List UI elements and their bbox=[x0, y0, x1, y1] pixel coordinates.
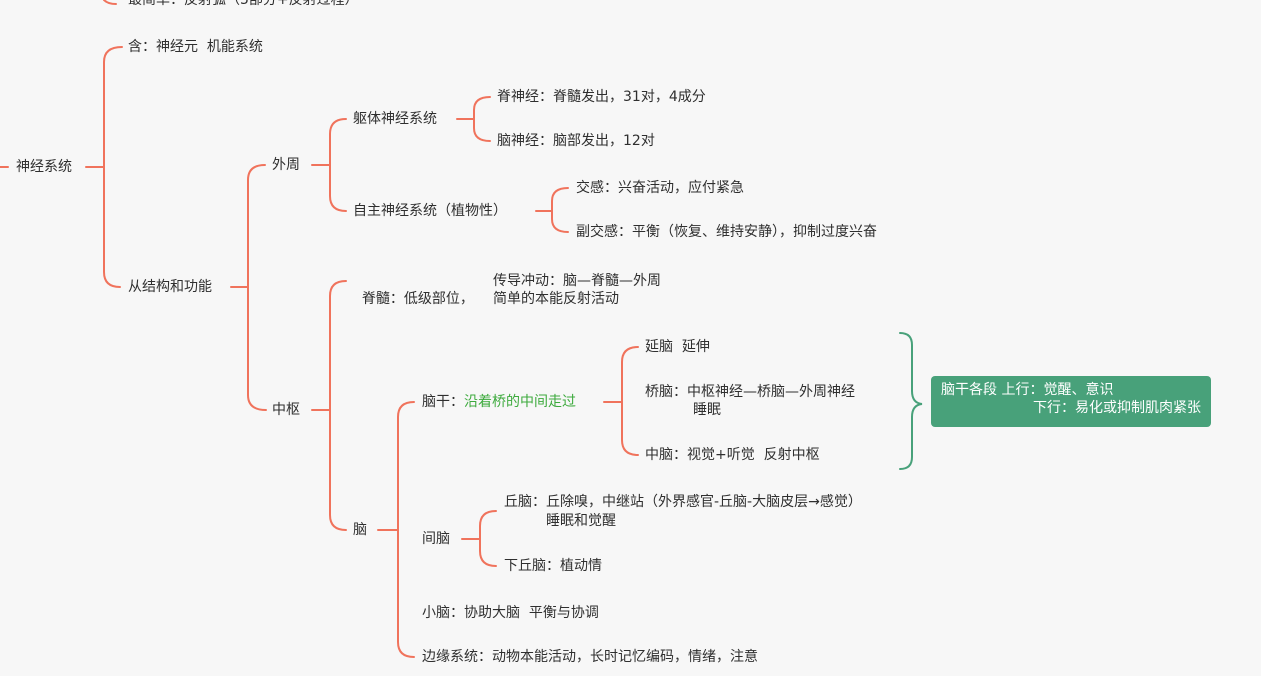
node-spinal-nerve[interactable]: 脊神经：脊髓发出，31对，4成分 bbox=[497, 89, 706, 105]
connector-brainstem-bracket bbox=[621, 346, 639, 456]
node-brainstem[interactable]: 脑干：沿着桥的中间走过 bbox=[422, 393, 576, 411]
connector-brain-bracket bbox=[397, 401, 415, 658]
node-pons-sleep: 睡眠 bbox=[693, 402, 721, 418]
node-top-cut[interactable]: 最简单：反射弧（5部分+反射过程） bbox=[128, 0, 359, 8]
node-peripheral[interactable]: 外周 bbox=[272, 157, 300, 173]
node-hypothalamus[interactable]: 下丘脑：植动情 bbox=[504, 558, 602, 574]
connector-peripheral-bracket bbox=[329, 118, 347, 212]
node-midbrain[interactable]: 中脑：视觉+听觉 反射中枢 bbox=[645, 447, 820, 463]
node-sympathetic[interactable]: 交感：兴奋活动，应付紧急 bbox=[576, 180, 744, 196]
node-brain[interactable]: 脑 bbox=[353, 522, 367, 538]
node-thalamus-sleep: 睡眠和觉醒 bbox=[546, 513, 616, 529]
node-cranial-nerve[interactable]: 脑神经：脑部发出，12对 bbox=[497, 133, 655, 149]
node-thalamus[interactable]: 丘脑：丘除嗅，中继站（外界感官-丘脑-大脑皮层→感觉） bbox=[504, 494, 862, 510]
connector-central-bracket bbox=[329, 280, 347, 531]
spinal-cord-label: 脊髓：低级部位， bbox=[361, 291, 474, 307]
node-parasympathetic[interactable]: 副交感：平衡（恢复、维持安静），抑制过度兴奋 bbox=[576, 224, 877, 240]
connector-root-bracket bbox=[103, 46, 123, 288]
node-autonomic[interactable]: 自主神经系统（植物性） bbox=[353, 203, 507, 219]
node-central[interactable]: 中枢 bbox=[272, 402, 300, 418]
summary-box[interactable]: 脑干各段 上行：觉醒、意识 下行：易化或抑制肌肉紧张 bbox=[931, 376, 1211, 427]
node-spinal-cord[interactable]: 脊髓：低级部位， bbox=[353, 272, 474, 308]
node-spinal-cord-reflex: 简单的本能反射活动 bbox=[493, 291, 619, 307]
summary-line-2: 下行：易化或抑制肌肉紧张 bbox=[1033, 400, 1201, 416]
node-cerebellum[interactable]: 小脑：协助大脑 平衡与协调 bbox=[422, 605, 599, 621]
brainstem-label: 脑干： bbox=[422, 394, 464, 410]
connector-structure-bracket bbox=[247, 164, 267, 411]
connector-autonomic-bracket bbox=[551, 187, 569, 233]
node-medulla[interactable]: 延脑 延伸 bbox=[645, 339, 710, 355]
summary-line-1: 脑干各段 上行：觉醒、意识 bbox=[941, 382, 1114, 398]
node-somatic[interactable]: 躯体神经系统 bbox=[353, 111, 437, 127]
node-root[interactable]: 神经系统 bbox=[16, 159, 72, 175]
node-diencephalon[interactable]: 间脑 bbox=[422, 531, 450, 547]
summary-brace bbox=[899, 332, 923, 470]
connector-diencephalon-bracket bbox=[479, 510, 497, 567]
connector-top-cut bbox=[103, 0, 117, 5]
connector-somatic-bracket bbox=[473, 96, 491, 142]
node-spinal-cord-conduct: 传导冲动：脑—脊髓—外周 bbox=[493, 273, 661, 289]
node-pons[interactable]: 桥脑：中枢神经—桥脑—外周神经 bbox=[645, 384, 855, 400]
brainstem-note: 沿着桥的中间走过 bbox=[464, 394, 576, 410]
node-contains[interactable]: 含：神经元 机能系统 bbox=[128, 39, 263, 55]
node-structure[interactable]: 从结构和功能 bbox=[128, 279, 212, 295]
node-limbic[interactable]: 边缘系统：动物本能活动，长时记忆编码，情绪，注意 bbox=[422, 649, 758, 665]
